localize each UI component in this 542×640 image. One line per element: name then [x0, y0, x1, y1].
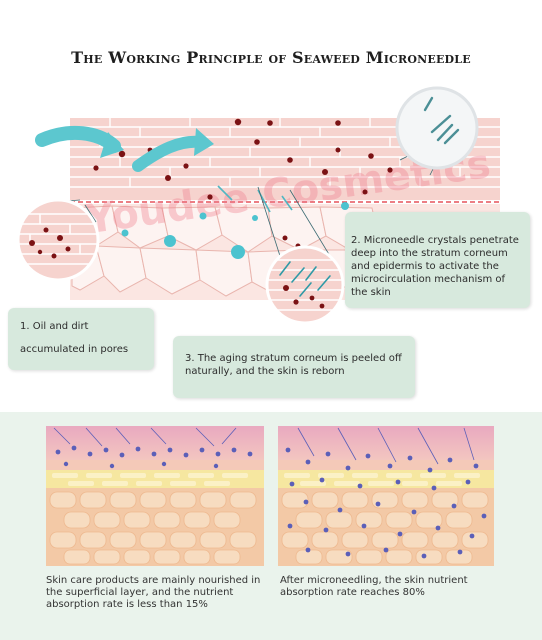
microneedle-crystals [121, 202, 349, 259]
callout-crystals-penetrate: 2. Microneedle crystals penetrate deep i… [345, 212, 530, 308]
page-title: The Working Principle of Seaweed Microne… [71, 48, 471, 67]
callout-oil-dirt-line1: 1. Oil and dirt [20, 321, 89, 332]
magnifier-needles [395, 86, 479, 170]
caption-after: After microneedling, the skin nutrient a… [280, 575, 468, 598]
callout-peeling: 3. The aging stratum corneum is peeled o… [173, 336, 415, 398]
dirt-particles [93, 118, 393, 249]
callout-crystals-text: 2. Microneedle crystals penetrate deep i… [351, 235, 519, 298]
skin-cross-section: Youdee Cosmetics [16, 86, 500, 325]
caption-before: Skin care products are mainly nourished … [46, 575, 261, 610]
callout-peeling-text: 3. The aging stratum corneum is peeled o… [185, 353, 402, 377]
magnifier-penetration [265, 245, 345, 325]
panel-before-microneedling [46, 426, 264, 566]
magnifier-pores [16, 198, 100, 282]
flow-arrows [35, 125, 214, 172]
callout-oil-dirt: 1. Oil and dirt accumulated in pores [8, 308, 154, 370]
panel-after-microneedling [278, 426, 494, 566]
callout-oil-dirt-line2: accumulated in pores [20, 344, 129, 355]
